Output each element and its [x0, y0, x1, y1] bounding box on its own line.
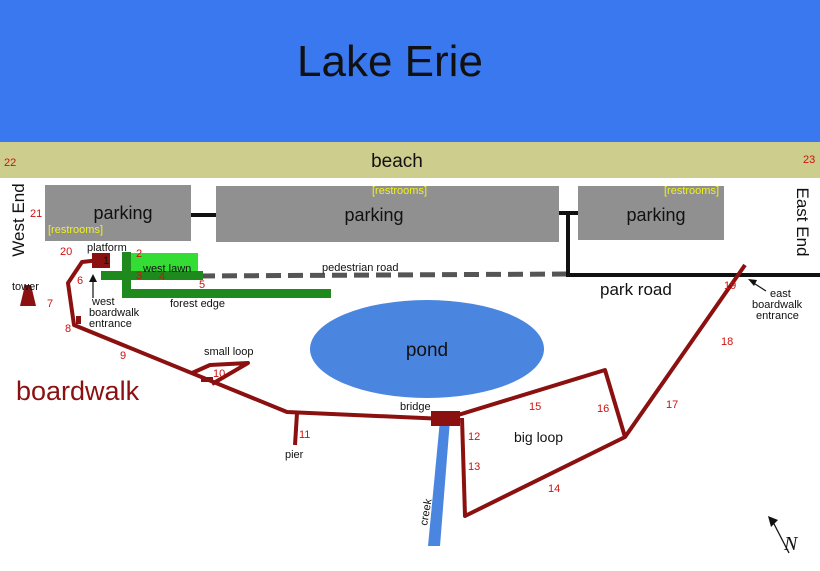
parking-lot-west	[45, 185, 191, 241]
restrooms-west: [restrooms]	[48, 224, 103, 236]
tower-label: tower	[12, 281, 39, 293]
big-loop-label: big loop	[514, 429, 563, 445]
point-8: 8	[65, 323, 71, 335]
north-arrow: N	[768, 516, 799, 555]
parking-center-label: parking	[344, 205, 403, 225]
point-21: 21	[30, 208, 42, 220]
point-labels: 1 2 3 4 5 6 7 8 9 10 11 12 13 14 15 16 1…	[47, 246, 736, 495]
point-7: 7	[47, 298, 53, 310]
east-entrance-label-2: boardwalk	[752, 299, 803, 311]
forest-edge-upper	[101, 271, 203, 280]
lake-label: Lake Erie	[297, 37, 483, 86]
north-arrow-shaft	[771, 519, 790, 554]
north-label: N	[783, 533, 799, 555]
point-13: 13	[468, 461, 480, 473]
north-arrow-head	[768, 516, 778, 527]
bridge-marker	[431, 411, 460, 426]
park-road-label: park road	[600, 280, 672, 299]
west-lawn-label: west lawn	[142, 263, 191, 275]
point-10: 10	[213, 368, 225, 380]
small-loop-marker	[201, 377, 213, 382]
bridge-label: bridge	[400, 401, 431, 413]
point-5: 5	[199, 279, 205, 291]
point-3: 3	[136, 270, 142, 282]
point-4: 4	[159, 271, 165, 283]
point-19: 19	[724, 280, 736, 292]
platform-label: platform	[87, 242, 127, 254]
point-15: 15	[529, 401, 541, 413]
parking-west-label: parking	[93, 203, 152, 223]
restrooms-east: [restrooms]	[664, 185, 719, 197]
creek-area	[428, 420, 450, 546]
creek-label: creek	[418, 497, 435, 526]
point-17: 17	[666, 399, 678, 411]
point-23: 23	[803, 154, 815, 166]
point-12: 12	[468, 431, 480, 443]
boardwalk-junction-marker	[76, 316, 81, 324]
west-entrance-label-3: entrance	[89, 318, 132, 330]
west-entrance-arrowhead	[89, 274, 97, 282]
east-entrance-label-1: east	[770, 288, 791, 300]
parking-east-label: parking	[626, 205, 685, 225]
pond-label: pond	[406, 340, 448, 361]
platform-marker	[92, 253, 110, 268]
boardwalk-label: boardwalk	[16, 376, 140, 406]
parking-lot-center	[216, 186, 559, 242]
beach-area	[0, 142, 820, 178]
forest-edge-label: forest edge	[170, 298, 225, 310]
parking-lot-east	[578, 186, 724, 240]
pedestrian-road-label: pedestrian road	[322, 262, 398, 274]
tower-marker	[20, 285, 36, 306]
boardwalk-paths	[66, 258, 747, 518]
point-9: 9	[120, 350, 126, 362]
point-2: 2	[136, 248, 142, 260]
point-14: 14	[548, 483, 560, 495]
point-6: 6	[77, 275, 83, 287]
point-22: 22	[4, 157, 16, 169]
east-end-label: East End	[793, 188, 812, 257]
east-entrance-arrowhead	[748, 279, 757, 286]
point-11: 11	[299, 429, 310, 441]
east-entrance-label-3: entrance	[756, 310, 799, 322]
small-loop-label: small loop	[204, 346, 254, 358]
point-1: 1	[103, 255, 109, 267]
pier-label: pier	[285, 449, 304, 461]
restrooms-center: [restrooms]	[372, 185, 427, 197]
pedestrian-road-line	[199, 271, 567, 279]
pond-area	[310, 300, 544, 398]
west-end-label: West End	[9, 183, 28, 256]
point-18: 18	[721, 336, 733, 348]
forest-edge-lower	[123, 289, 331, 298]
point-16: 16	[597, 403, 609, 415]
lake-erie-area	[0, 0, 820, 142]
point-20: 20	[60, 246, 72, 258]
west-entrance-label-2: boardwalk	[89, 307, 140, 319]
west-entrance-label-1: west	[91, 296, 115, 308]
beach-label: beach	[371, 151, 423, 172]
